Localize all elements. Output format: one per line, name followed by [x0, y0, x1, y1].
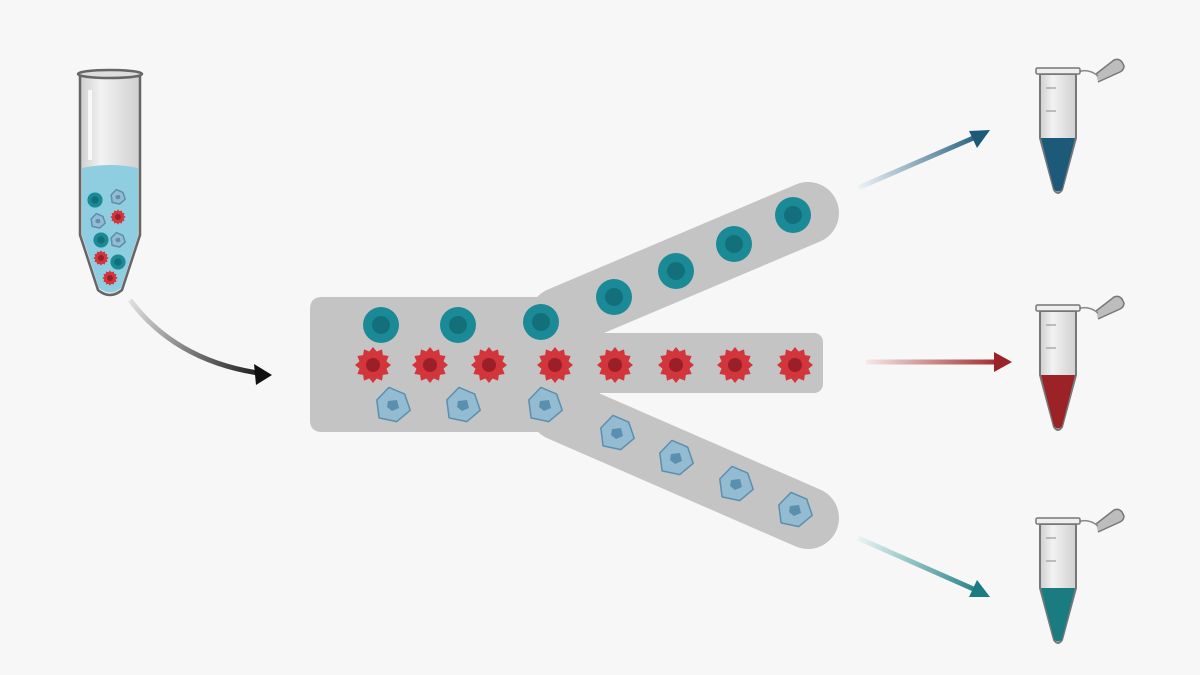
sample-cells	[87, 188, 126, 286]
red-cell	[471, 347, 507, 383]
arrowhead-icon	[969, 130, 990, 148]
teal-cell	[440, 307, 476, 343]
red-cell	[110, 209, 126, 225]
teal-cell	[93, 232, 109, 248]
output-tubes	[1035, 58, 1125, 644]
blue-cell	[719, 465, 754, 502]
arrowhead-icon	[969, 580, 990, 597]
blue-cell	[110, 188, 126, 205]
red-cell	[597, 347, 633, 383]
blue-cell	[90, 212, 106, 229]
blue-cell	[528, 386, 563, 423]
blue-cell	[376, 386, 411, 423]
teal-cell	[110, 254, 126, 270]
tube-cap	[1095, 295, 1125, 320]
output-arrow-middle	[866, 352, 1012, 372]
teal-cell	[775, 197, 811, 233]
channel-branch-middle	[580, 333, 823, 393]
blue-cell	[659, 439, 694, 476]
tube-liquid	[1041, 138, 1075, 192]
red-cell	[777, 347, 813, 383]
red-cell	[658, 347, 694, 383]
blue-cell	[600, 414, 635, 451]
output-tube-blue	[1035, 58, 1125, 194]
blue-cell	[446, 386, 481, 423]
blue-cell	[778, 491, 813, 528]
tube-liquid	[1041, 375, 1075, 429]
output-arrow-top	[857, 130, 990, 191]
tube-cap	[1095, 58, 1125, 83]
teal-cell	[363, 307, 399, 343]
output-arrow-bottom	[856, 535, 990, 597]
sample-tube	[76, 68, 144, 297]
arrowhead-icon	[254, 364, 272, 385]
teal-cell	[716, 226, 752, 262]
tube-liquid	[1041, 588, 1075, 642]
arrowhead-icon	[994, 352, 1012, 372]
red-cell	[537, 347, 573, 383]
teal-cell	[596, 279, 632, 315]
teal-cell	[87, 192, 103, 208]
input-arrow	[128, 298, 272, 385]
teal-cell	[523, 304, 559, 340]
red-cell	[412, 347, 448, 383]
teal-cell	[658, 253, 694, 289]
cells	[355, 197, 813, 528]
output-tube-red	[1035, 295, 1125, 431]
red-cell	[717, 347, 753, 383]
output-tube-teal	[1035, 508, 1125, 644]
red-cell	[93, 250, 109, 266]
tube-cap	[1095, 508, 1125, 533]
red-cell	[355, 347, 391, 383]
blue-cell	[110, 231, 126, 248]
red-cell	[102, 270, 118, 286]
